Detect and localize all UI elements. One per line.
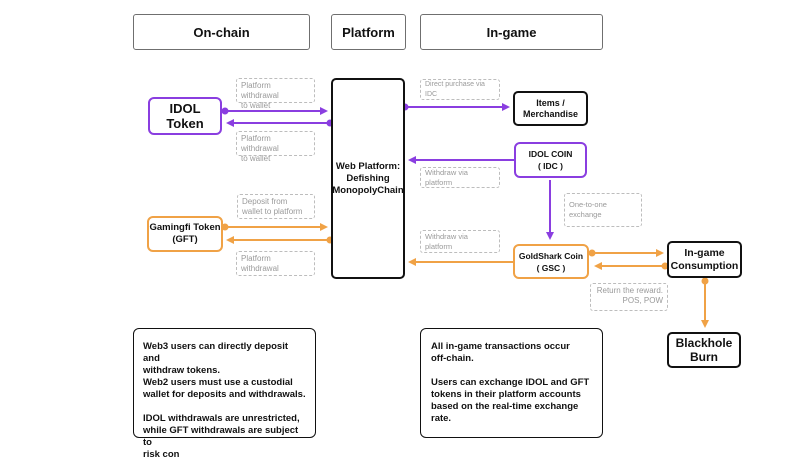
header-platform: Platform [331,14,406,50]
node-items-merchandise: Items / Merchandise [513,91,588,126]
label-return-reward: Return the reward. POS, POW [590,283,668,311]
header-platform-label: Platform [342,24,395,40]
node-idol-coin: IDOL COIN ( IDC ) [514,142,587,178]
label-direct-purchase: Direct purchase via IDC [420,79,500,100]
note-in-game: All in-game transactions occur off-chain… [420,328,603,438]
arrow-platform-to-items [401,103,510,111]
label-one-to-one-exchange: One-to-one exchange [564,193,642,227]
node-gamingfi-token-label: Gamingfi Token (GFT) [149,222,221,245]
node-blackhole-burn-label: Blackhole Burn [675,336,733,364]
node-items-merchandise-label: Items / Merchandise [522,97,579,119]
node-ingame-consumption-label: In-game Consumption [670,246,739,272]
arrow-consumption-to-burn [701,277,709,328]
arrow-consumption-to-gsc [594,262,669,270]
arrow-idol-to-platform [221,107,328,115]
label-platform-withdrawal-top: Platform withdrawal to wallet [236,78,315,110]
node-web-platform: Web Platform: Defishing MonopolyChain [331,78,405,279]
label-withdraw-via-platform-1: Withdraw via platform [420,167,500,188]
arrow-platform-to-idol [226,119,334,127]
label-platform-withdrawal-gft: Platform withdrawal [236,251,315,276]
node-idol-coin-label: IDOL COIN ( IDC ) [528,149,573,171]
node-ingame-consumption: In-game Consumption [667,241,742,278]
node-web-platform-label: Web Platform: Defishing MonopolyChain [332,160,404,196]
arrow-gsc-to-consumption [588,249,664,257]
node-gamingfi-token: Gamingfi Token (GFT) [147,216,223,252]
header-in-game: In-game [420,14,603,50]
node-goldshark-coin-label: GoldShark Coin ( GSC ) [518,250,584,273]
header-in-game-label: In-game [486,24,537,40]
label-withdraw-via-platform-2: Withdraw via platform [420,230,500,253]
arrow-platform-to-gft [226,236,334,244]
arrow-gft-to-platform [221,223,328,231]
label-deposit-from-wallet: Deposit from wallet to platform [237,194,315,219]
flow-arrows [221,103,709,328]
node-idol-token: IDOL Token [148,97,222,135]
node-goldshark-coin: GoldShark Coin ( GSC ) [513,244,589,279]
header-on-chain: On-chain [133,14,310,50]
node-blackhole-burn: Blackhole Burn [667,332,741,368]
header-on-chain-label: On-chain [193,24,250,40]
label-platform-withdrawal-bottom: Platform withdrawal to wallet [236,131,315,163]
node-idol-token-label: IDOL Token [166,101,204,131]
note-on-chain: Web3 users can directly deposit and with… [133,328,316,460]
